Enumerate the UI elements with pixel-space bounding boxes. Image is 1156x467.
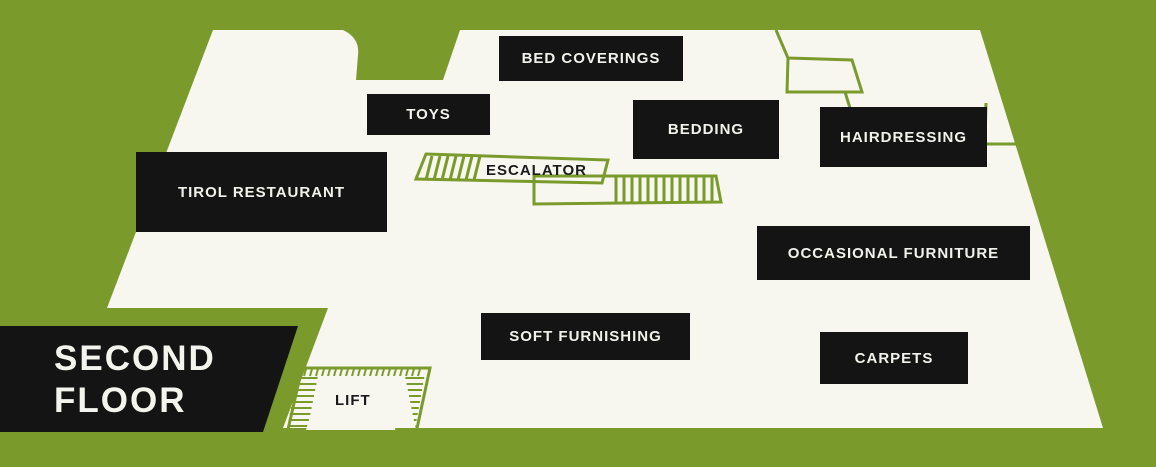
lift-grille-bar (381, 368, 385, 377)
escalator-step (472, 155, 482, 181)
lift-grille-bar (405, 431, 409, 447)
dept-soft-furnishing[interactable]: SOFT FURNISHING (481, 313, 690, 360)
floor-title: SECOND FLOOR (54, 338, 216, 422)
dept-carpets[interactable]: CARPETS (820, 332, 968, 384)
lift-grille-bar (399, 368, 403, 377)
lift-grille-bar (405, 368, 409, 377)
lift-grille-bar (363, 431, 367, 447)
lift-grille-bar (369, 368, 373, 377)
escalator-step (464, 155, 474, 181)
floor-title-line2: FLOOR (54, 381, 187, 420)
dept-occasional-furniture[interactable]: OCCASIONAL FURNITURE (757, 226, 1030, 280)
lift-grille-bar (321, 368, 325, 377)
escalator-graphic (413, 152, 723, 206)
lift-grille-bar (393, 431, 397, 447)
dept-toys[interactable]: TOYS (367, 94, 490, 135)
lift-grille-bar (345, 431, 349, 447)
lift-grille-bar (357, 368, 361, 377)
dept-bedding[interactable]: BEDDING (633, 100, 779, 159)
escalator-step (448, 155, 458, 181)
lift-grille-bar (375, 368, 379, 377)
lift-grille-bar (393, 368, 397, 377)
lift-grille-bar (411, 368, 415, 377)
lift-grille-bar (315, 431, 319, 447)
lift-label: LIFT (335, 392, 371, 409)
lift-grille-bar (363, 368, 367, 377)
dept-tirol-restaurant[interactable]: TIROL RESTAURANT (136, 152, 387, 232)
lift-grille-bar (339, 368, 343, 377)
escalator-step (424, 155, 434, 181)
lift-grille-bar (351, 368, 355, 377)
lift-grille-bar (417, 368, 421, 377)
floor-title-line1: SECOND (54, 339, 216, 378)
lift-grille-bar (387, 368, 391, 377)
lift-grille-bar (357, 431, 361, 447)
lift-grille-bar (327, 368, 331, 377)
lift-grille-bar (345, 368, 349, 377)
escalator-label: ESCALATOR (486, 162, 587, 179)
lift-grille-bar (399, 431, 403, 447)
floor-title-banner (0, 326, 298, 432)
lift-grille-bar (333, 368, 337, 377)
lift-grille-bar (381, 431, 385, 447)
lift-grille-bar (327, 431, 331, 447)
lift-grille-bar (321, 431, 325, 447)
lift-grille-bar (303, 368, 307, 377)
lift-grille-bar (309, 368, 313, 377)
dept-bed-coverings[interactable]: BED COVERINGS (499, 36, 683, 81)
lift-grille-bar (315, 368, 319, 377)
escalator-step (440, 155, 450, 181)
escalator-step (456, 155, 466, 181)
lift-grille-bar (375, 431, 379, 447)
lift-grille-bar (369, 431, 373, 447)
lift-grille-bar (303, 431, 307, 447)
dept-hairdressing[interactable]: HAIRDRESSING (820, 107, 987, 167)
lift-grille-bar (387, 431, 391, 447)
escalator-step (432, 155, 442, 181)
lift-grille-bar (351, 431, 355, 447)
lift-graphic (282, 366, 432, 449)
lift-grille-bar (309, 431, 313, 447)
lift-grille-bar (339, 431, 343, 447)
lift-grille-bar (333, 431, 337, 447)
